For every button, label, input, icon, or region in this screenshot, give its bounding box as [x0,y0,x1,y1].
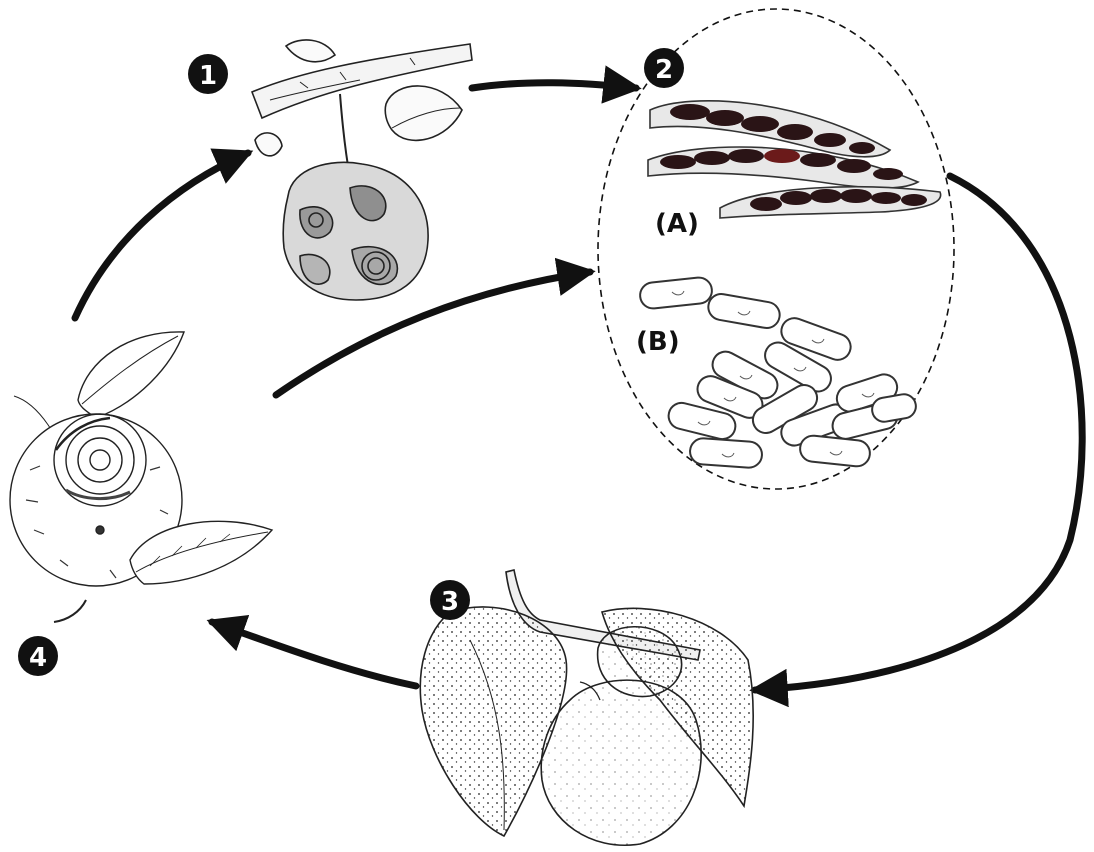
stage-number-3: 3 [430,580,470,620]
svg-text:3: 3 [441,587,459,617]
stage-1-mummy-illustration [252,40,472,300]
svg-text:1: 1 [199,61,217,91]
arrow-4-to-1 [75,153,248,318]
leaf-front [420,607,566,836]
conidia-label: (B) [636,327,680,357]
stage-number-1: 1 [188,54,228,94]
fruit-front [541,680,701,845]
cycle-arrows [75,83,1082,690]
svg-text:4: 4 [29,643,47,673]
arrow-3-to-4 [212,622,416,686]
stage-number-2: 2 [644,48,684,88]
asci-illustration [648,101,941,218]
stage-number-4: 4 [18,636,58,676]
svg-text:2: 2 [655,55,673,85]
leaf-left [286,40,335,62]
conidia-illustration [639,276,918,468]
asci-label: (A) [655,209,699,239]
arrow-1-to-2 [472,83,636,88]
leaf-right [385,86,462,140]
leaf-upper [78,332,184,418]
stage-4-infected-fruit-illustration [10,332,272,622]
stage-3-fruit-illustration [420,570,753,845]
leaf-small [255,133,282,156]
stem-4 [54,600,86,622]
